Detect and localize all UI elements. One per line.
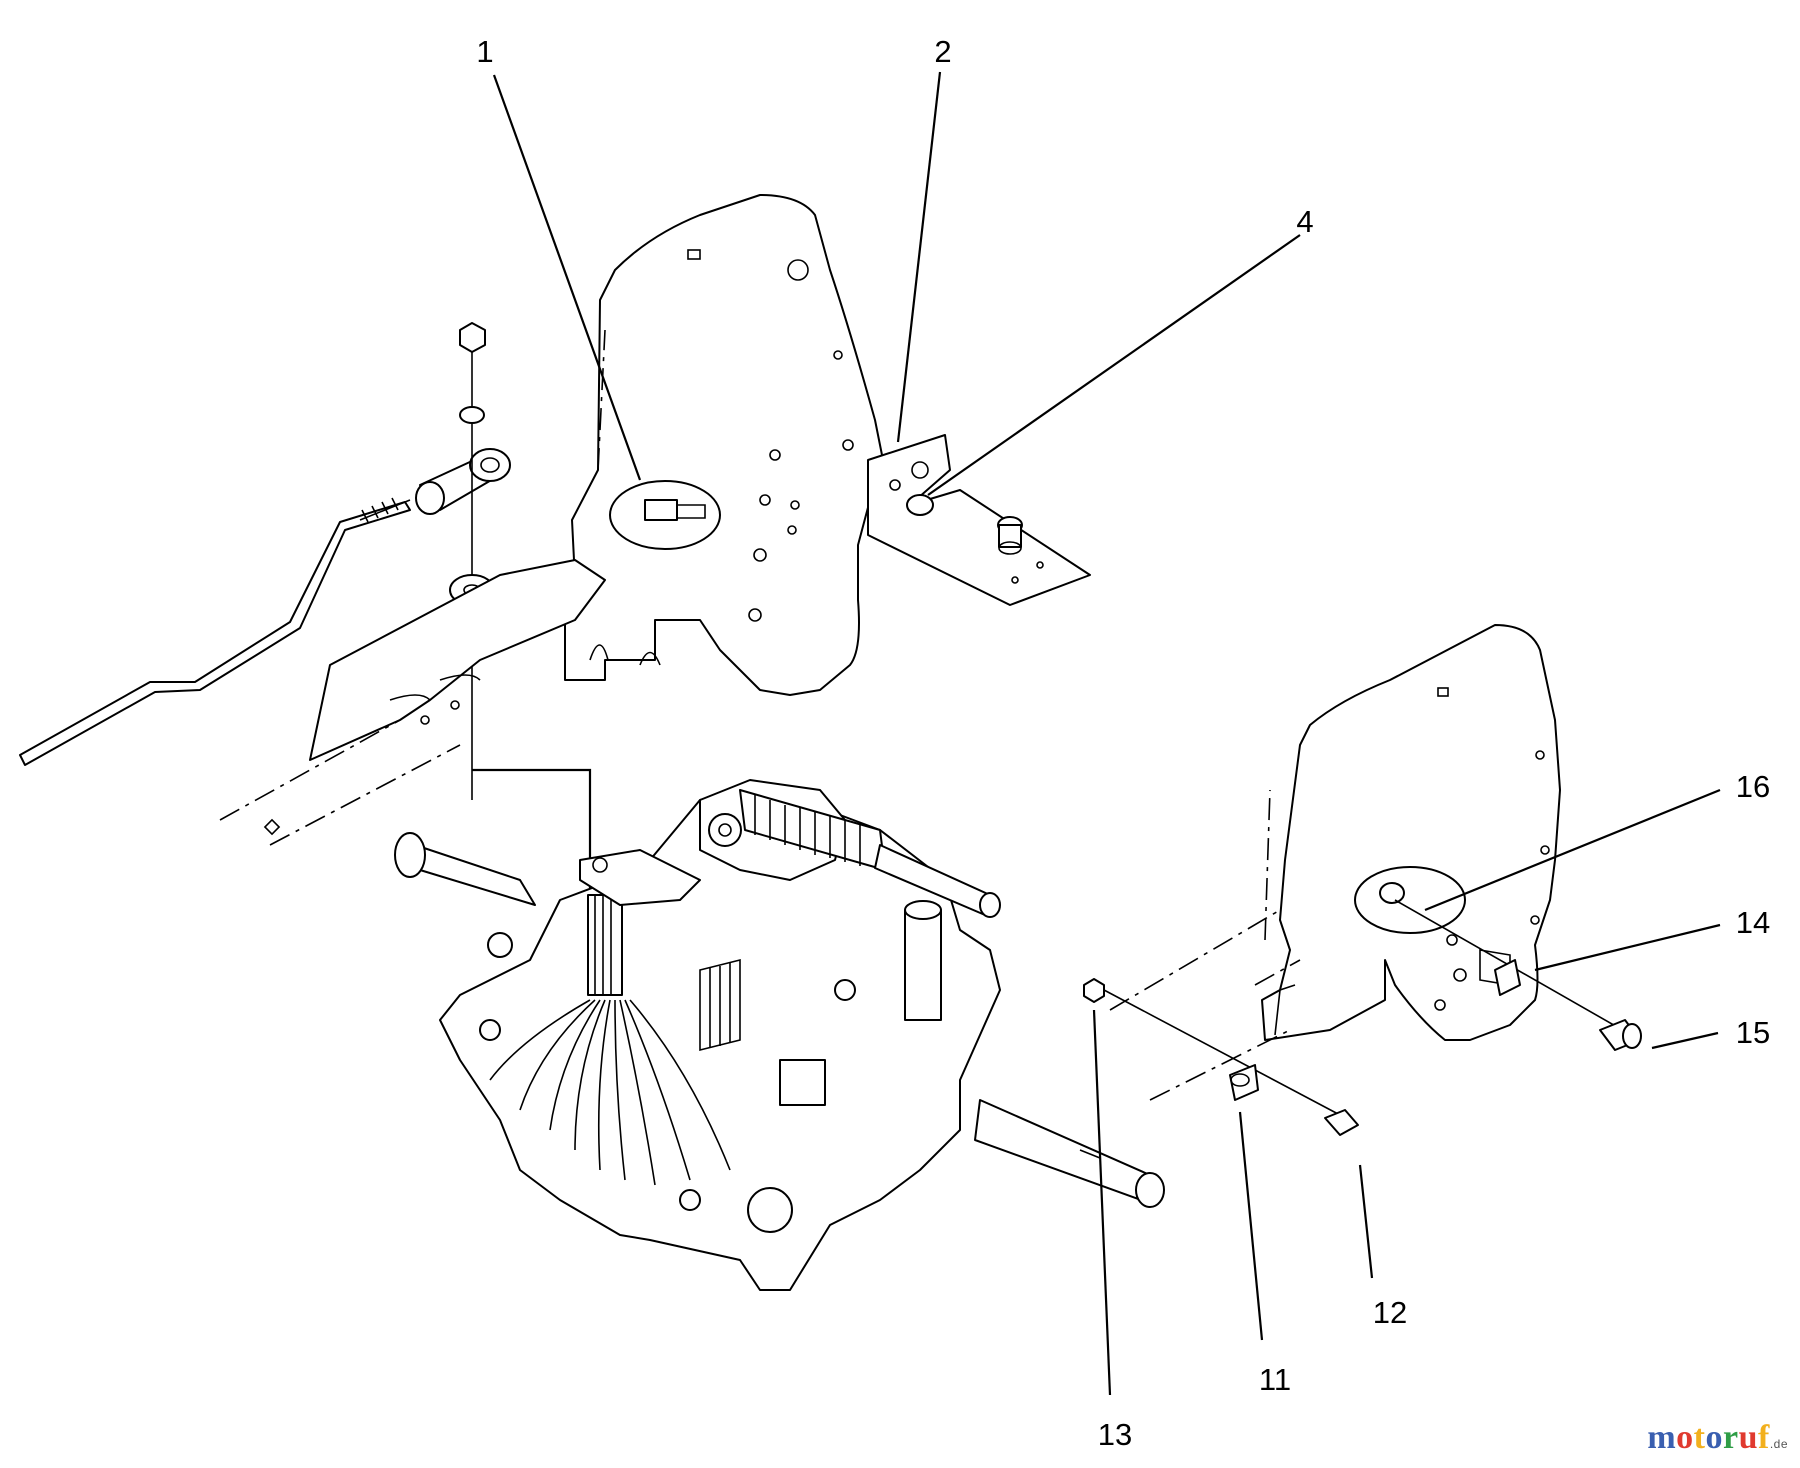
frame-rail [219,559,606,900]
leader-13 [1092,1009,1112,1396]
callout-13: 13 [1098,1417,1132,1452]
callout-16: 16 [1736,769,1770,804]
watermark-letter-t: t [1693,1419,1706,1456]
leader-14 [1534,923,1721,972]
site-watermark-logo: motoruf.de [1647,1419,1788,1457]
support-bracket [867,434,1091,606]
transaxle-assembly [394,779,1165,1291]
leader-1 [492,74,642,481]
leader-15 [1651,1031,1719,1050]
watermark-letter-o2: o [1705,1419,1723,1456]
leader-11 [1238,1111,1264,1341]
left-mounting-plate [564,194,886,696]
leader-4 [927,234,1301,496]
right-hardware [1083,899,1642,1136]
callout-11: 11 [1259,1362,1291,1397]
watermark-letter-f: f [1757,1419,1770,1456]
right-mounting-plate [1261,624,1561,1041]
callout-12: 12 [1373,1295,1407,1330]
watermark-letter-u: u [1738,1419,1758,1456]
control-rod [19,322,511,800]
watermark-letter-m: m [1647,1419,1677,1456]
watermark-letter-o: o [1676,1419,1694,1456]
leader-2 [896,71,942,443]
callout-4: 4 [1296,204,1313,239]
leader-lines [492,71,1721,1396]
leader-16 [1424,788,1721,912]
callout-labels: 1 2 4 16 14 15 12 11 13 [476,34,1770,1452]
watermark-letter-r: r [1722,1419,1739,1456]
watermark-suffix: .de [1769,1437,1788,1451]
callout-14: 14 [1736,905,1770,940]
leader-12 [1358,1164,1374,1279]
callout-15: 15 [1736,1015,1770,1050]
callout-1: 1 [476,34,493,69]
callout-2: 2 [934,34,951,69]
